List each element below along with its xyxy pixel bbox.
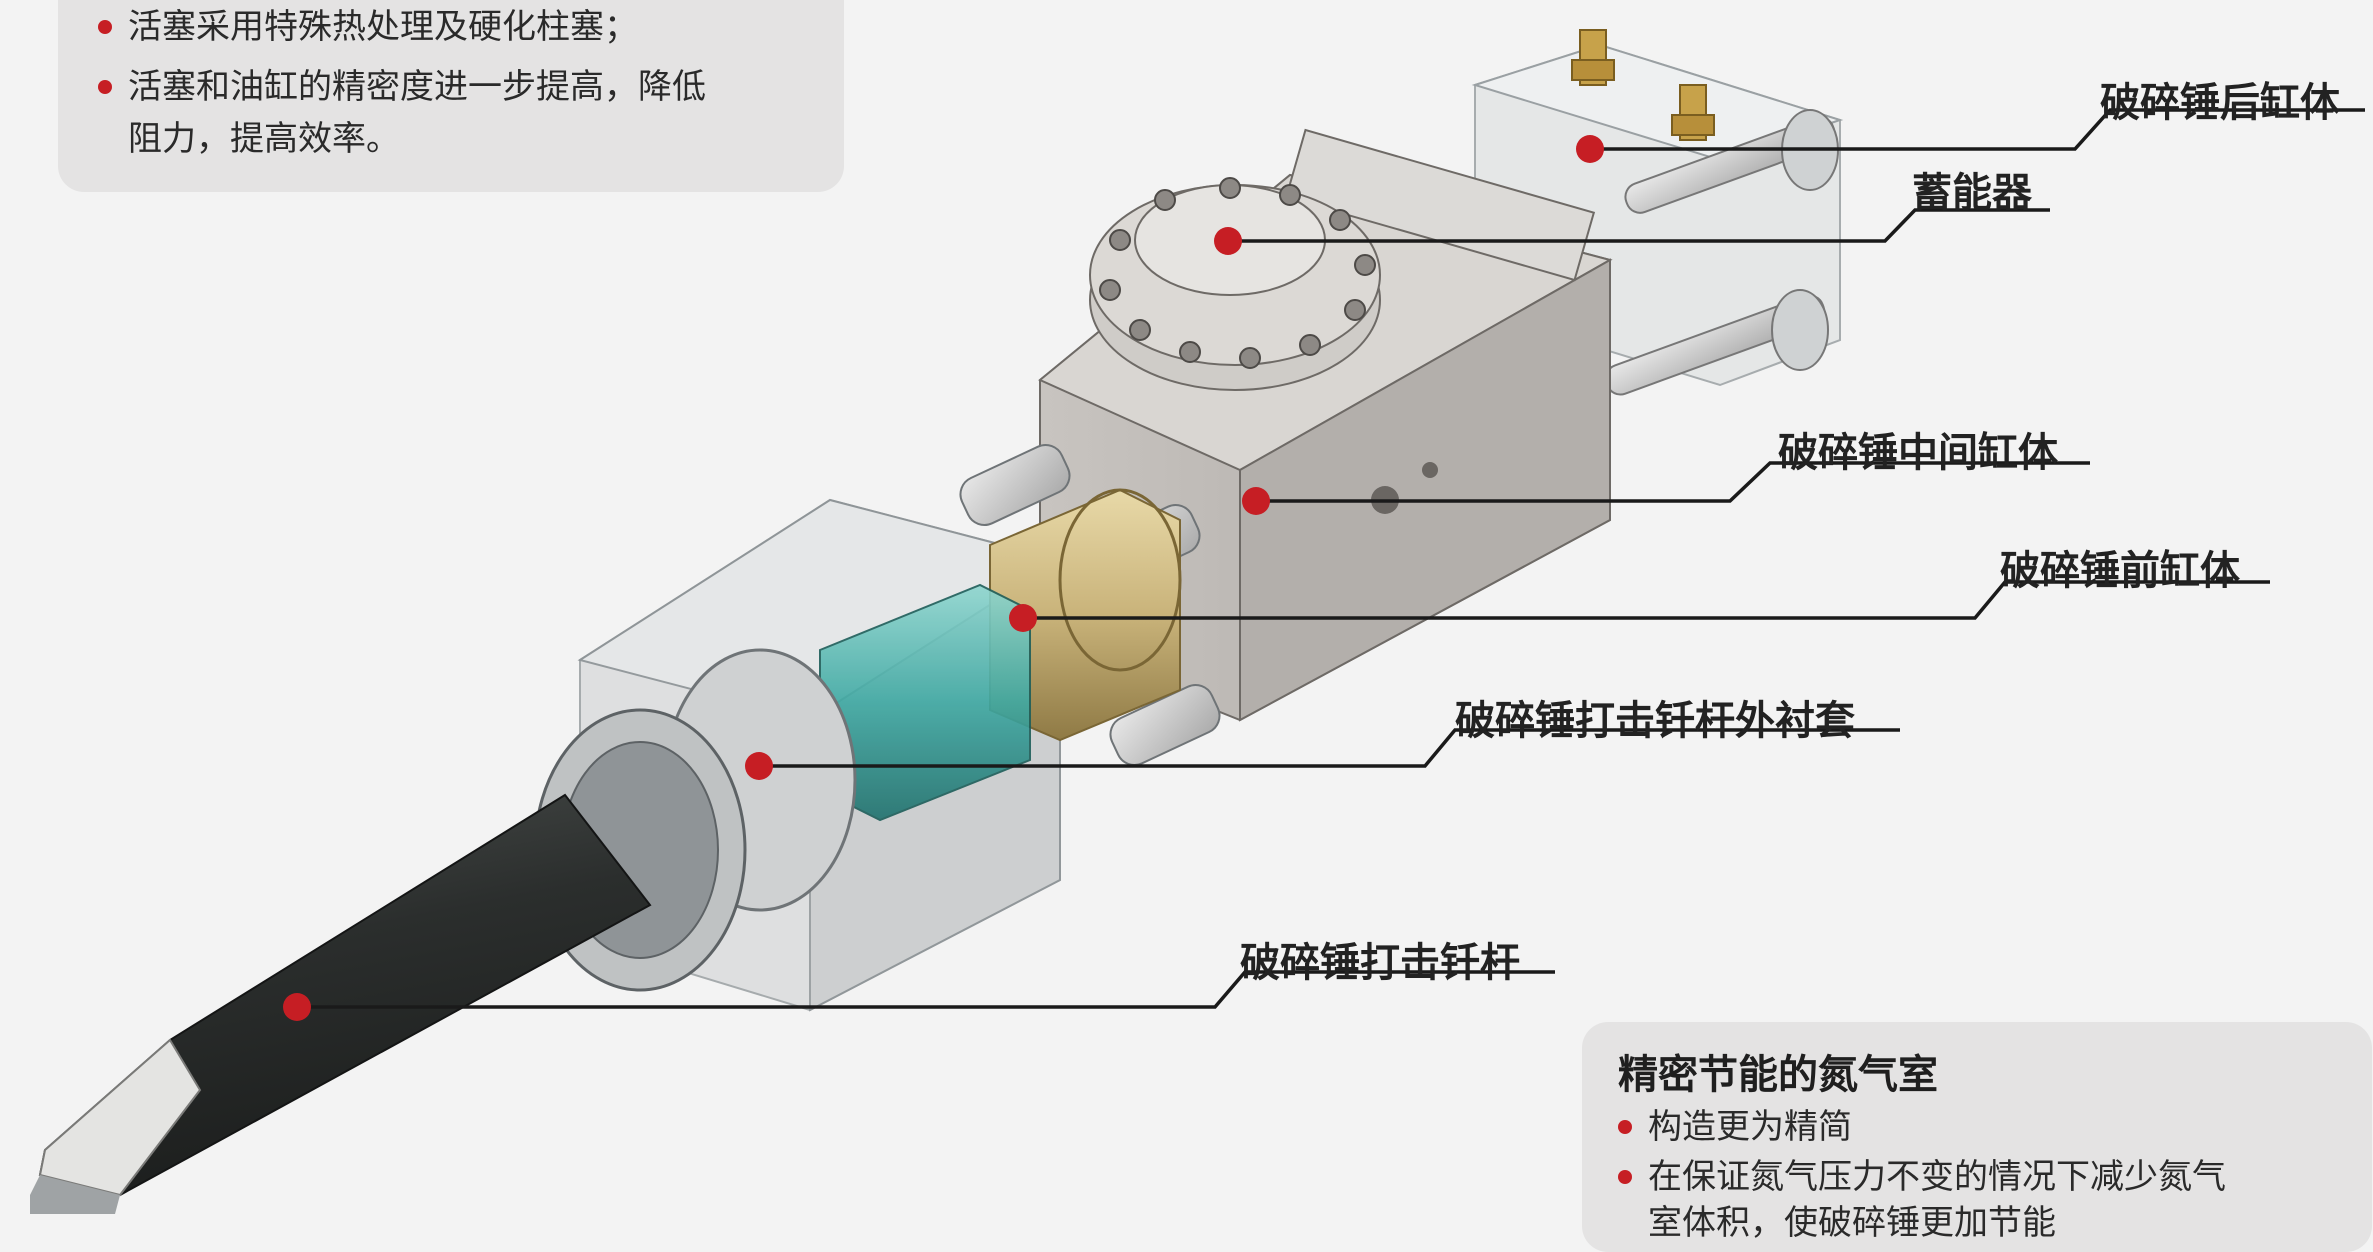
label-chisel: 破碎锤打击钎杆 bbox=[1240, 940, 1520, 986]
label-accumulator: 蓄能器 bbox=[1912, 170, 2032, 216]
leader-lines bbox=[297, 108, 2365, 1009]
label-front-cylinder: 破碎锤前缸体 bbox=[2000, 548, 2240, 594]
nitrogen-bullet-2: 在保证氮气压力不变的情况下减少氮气 bbox=[1618, 1152, 2226, 1202]
piston-bullet-2: 活塞和油缸的精密度进一步提高，降低 bbox=[98, 62, 706, 112]
marker-bushing bbox=[745, 752, 773, 780]
accumulator bbox=[1089, 177, 1381, 391]
chisel bbox=[30, 793, 652, 1214]
marker-front-cylinder bbox=[1009, 604, 1037, 632]
bullet-dot-icon bbox=[98, 20, 112, 34]
nitrogen-bullet-2-cont: 室体积，使破碎锤更加节能 bbox=[1648, 1203, 2056, 1243]
label-bushing: 破碎锤打击钎杆外衬套 bbox=[1455, 698, 1855, 744]
piston-info-box bbox=[58, 0, 844, 192]
marker-dots bbox=[283, 135, 1604, 1021]
piston-bullet-2-cont: 阻力，提高效率。 bbox=[128, 119, 400, 159]
marker-rear-cylinder bbox=[1576, 135, 1604, 163]
nitrogen-chamber-title: 精密节能的氮气室 bbox=[1618, 1052, 1938, 1098]
bullet-dot-icon bbox=[1618, 1170, 1632, 1184]
marker-middle-cylinder bbox=[1242, 487, 1270, 515]
piston-bullet-1: 活塞采用特殊热处理及硬化柱塞； bbox=[98, 2, 638, 52]
bullet-dot-icon bbox=[98, 80, 112, 94]
label-middle-cylinder: 破碎锤中间缸体 bbox=[1778, 430, 2058, 476]
bullet-dot-icon bbox=[1618, 1120, 1632, 1134]
label-rear-cylinder: 破碎锤后缸体 bbox=[2100, 80, 2340, 126]
nitrogen-bullet-1: 构造更为精简 bbox=[1618, 1102, 1852, 1152]
front-cylinder-core bbox=[819, 488, 1182, 822]
marker-chisel bbox=[283, 993, 311, 1021]
breaker-hammer-illustration bbox=[30, 29, 2365, 1214]
marker-accumulator bbox=[1214, 227, 1242, 255]
